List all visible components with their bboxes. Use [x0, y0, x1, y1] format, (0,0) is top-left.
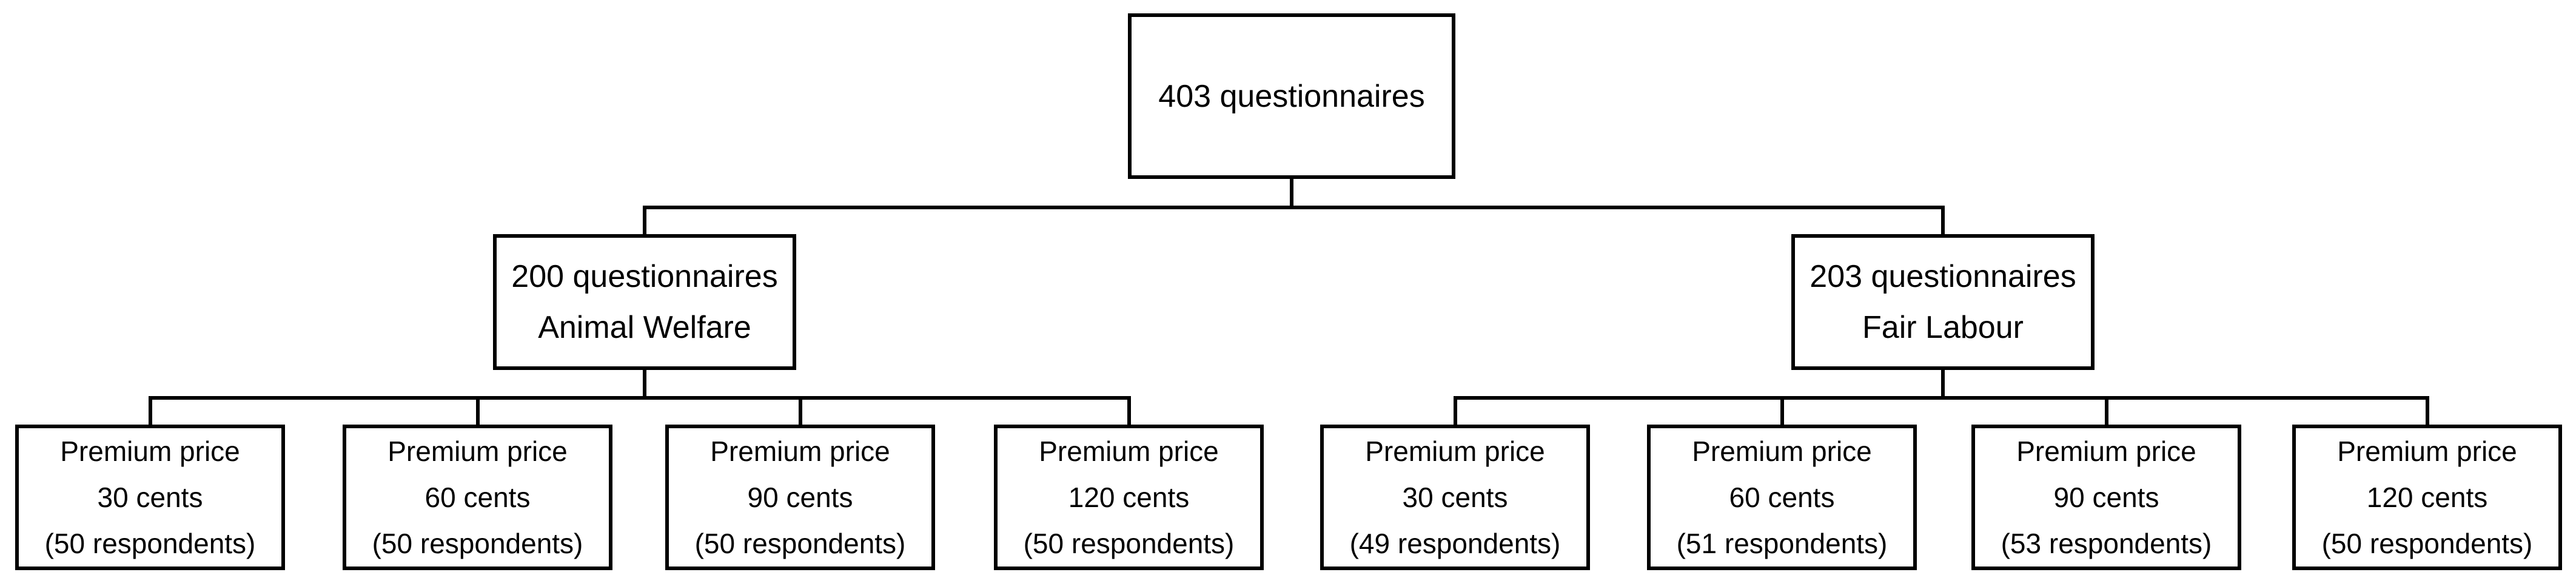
leaf-box-animal-welfare-30: Premium price 30 cents (50 respondents): [15, 425, 285, 570]
connector-leaf-2-3: [2105, 396, 2108, 425]
root-box: 403 questionnaires: [1128, 13, 1455, 179]
leaf-title: Premium price: [1365, 435, 1545, 467]
connector-leaf-2-2: [1780, 396, 1784, 425]
leaf-price: 90 cents: [2053, 482, 2159, 513]
leaf-respondents: (50 respondents): [694, 528, 906, 559]
connector-leaf-1-4: [1127, 396, 1131, 425]
branch-box-fair-labour: 203 questionnaires Fair Labour: [1791, 234, 2095, 370]
leaf-title: Premium price: [1039, 435, 1219, 467]
leaf-respondents: (50 respondents): [44, 528, 256, 559]
leaf-respondents: (49 respondents): [1349, 528, 1561, 559]
leaf-title: Premium price: [2016, 435, 2196, 467]
connector-leaf-2-4: [2426, 396, 2429, 425]
leaf-respondents: (50 respondents): [1023, 528, 1235, 559]
leaf-title: Premium price: [60, 435, 240, 467]
leaf-box-fair-labour-60: Premium price 60 cents (51 respondents): [1647, 425, 1917, 570]
leaf-box-animal-welfare-60: Premium price 60 cents (50 respondents): [343, 425, 612, 570]
connector-root-down: [1290, 179, 1293, 209]
connector-root-horizontal: [643, 206, 1945, 209]
branch-box-animal-welfare: 200 questionnaires Animal Welfare: [493, 234, 796, 370]
connector-to-branch-1: [643, 206, 646, 234]
leaf-respondents: (50 respondents): [2321, 528, 2533, 559]
connector-leaf-1-1: [149, 396, 152, 425]
branch-count: 203 questionnaires: [1810, 259, 2076, 294]
leaf-box-fair-labour-120: Premium price 120 cents (50 respondents): [2292, 425, 2562, 570]
root-label: 403 questionnaires: [1158, 78, 1425, 114]
leaf-title: Premium price: [2337, 435, 2517, 467]
connector-branch-1-down: [643, 370, 646, 400]
leaf-box-fair-labour-90: Premium price 90 cents (53 respondents): [1971, 425, 2241, 570]
leaf-price: 120 cents: [1068, 482, 1190, 513]
leaf-price: 30 cents: [1402, 482, 1508, 513]
leaf-price: 120 cents: [2366, 482, 2488, 513]
leaf-price: 30 cents: [97, 482, 203, 513]
leaf-box-animal-welfare-120: Premium price 120 cents (50 respondents): [994, 425, 1264, 570]
leaf-respondents: (53 respondents): [2001, 528, 2212, 559]
leaf-box-animal-welfare-90: Premium price 90 cents (50 respondents): [665, 425, 935, 570]
leaf-box-fair-labour-30: Premium price 30 cents (49 respondents): [1320, 425, 1590, 570]
connector-branch-2-down: [1941, 370, 1945, 400]
connector-leaf-1-2: [476, 396, 480, 425]
leaf-respondents: (50 respondents): [372, 528, 583, 559]
connector-leaf-1-3: [799, 396, 802, 425]
connector-to-branch-2: [1941, 206, 1945, 234]
branch-label: Fair Labour: [1862, 310, 2024, 345]
leaf-price: 60 cents: [1729, 482, 1835, 513]
leaf-respondents: (51 respondents): [1676, 528, 1888, 559]
connector-branch-1-horizontal: [149, 396, 1131, 400]
connector-branch-2-horizontal: [1454, 396, 2429, 400]
connector-leaf-2-1: [1454, 396, 1457, 425]
leaf-title: Premium price: [1692, 435, 1872, 467]
branch-label: Animal Welfare: [538, 310, 751, 345]
branch-count: 200 questionnaires: [511, 259, 778, 294]
leaf-title: Premium price: [387, 435, 568, 467]
leaf-price: 90 cents: [747, 482, 853, 513]
leaf-title: Premium price: [710, 435, 890, 467]
leaf-price: 60 cents: [424, 482, 531, 513]
